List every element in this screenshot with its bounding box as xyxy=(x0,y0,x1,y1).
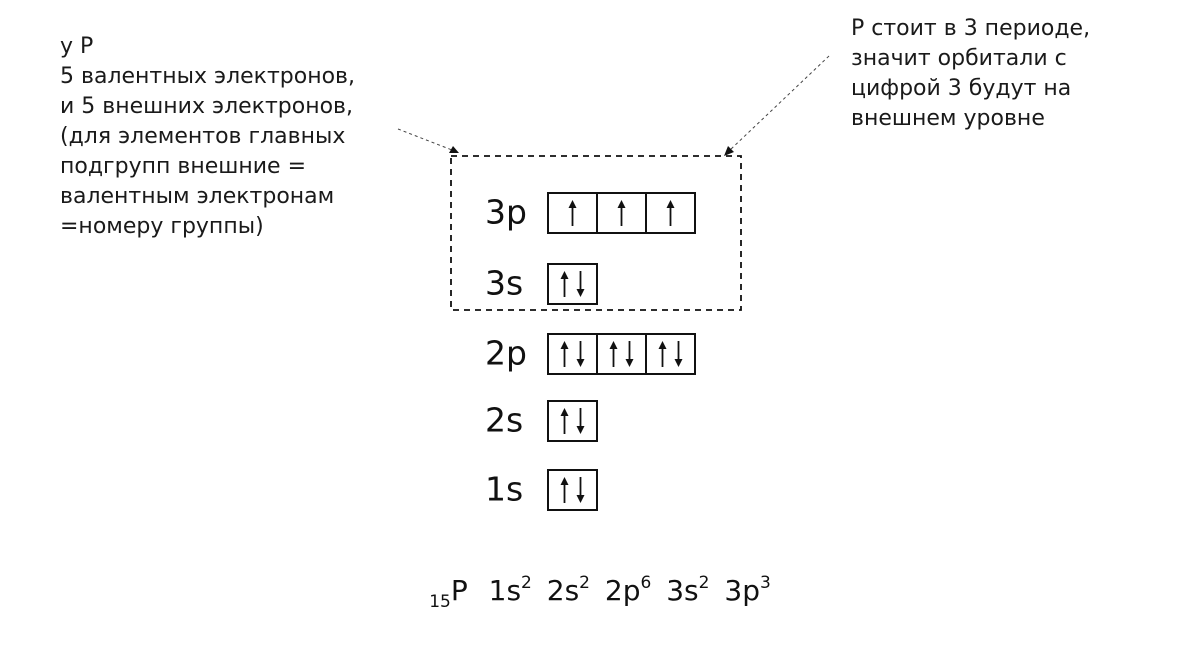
config-electron-count: 2 xyxy=(579,573,590,593)
orbital-label: 1s xyxy=(485,470,523,509)
orbital-label: 3p xyxy=(485,193,527,232)
electron-down-arrow-icon xyxy=(625,359,634,367)
orbital-label: 2p xyxy=(485,334,527,373)
valence-note-line: валентным электронам xyxy=(60,184,335,209)
electron-down-arrow-icon xyxy=(576,426,585,434)
valence-note-line: (для элементов главных xyxy=(60,124,346,149)
config-term: 3s2 xyxy=(666,574,709,607)
orbital-label: 3s xyxy=(485,264,523,303)
config-orbital: 2p xyxy=(604,574,641,607)
config-orbital: 2s xyxy=(546,574,580,607)
period-note-line: значит орбитали с xyxy=(851,46,1067,71)
electron-up-arrow-icon xyxy=(568,200,577,208)
orbital-row-1s: 1s xyxy=(485,469,598,511)
config-orbital: 1s xyxy=(488,574,522,607)
orbital-row-3s: 3s xyxy=(485,263,598,305)
orbital-rows: 3p 3s 2p 2s 1s xyxy=(485,192,696,511)
period-note-line: Р стоит в 3 периоде, xyxy=(851,16,1091,41)
electron-down-arrow-icon xyxy=(576,495,585,503)
electron-up-arrow-icon xyxy=(560,271,569,279)
period-note-line: внешнем уровне xyxy=(851,106,1045,131)
electron-up-arrow-icon xyxy=(560,477,569,485)
orbital-row-3p: 3p xyxy=(485,192,696,234)
right-note-pointer xyxy=(729,55,830,151)
right-note-pointer-head xyxy=(724,146,734,156)
orbital-box xyxy=(547,263,598,305)
valence-note: у Р 5 валентных электронов, и 5 внешних … xyxy=(60,32,355,242)
orbital-row-2s: 2s xyxy=(485,400,598,442)
electron-up-arrow-icon xyxy=(560,408,569,416)
config-term: 3p3 xyxy=(724,574,770,607)
left-note-pointer-head xyxy=(449,146,459,153)
electron-up-arrow-icon xyxy=(666,200,675,208)
config-orbital: 3p xyxy=(724,574,760,607)
orbital-box xyxy=(645,333,696,375)
config-electron-count: 2 xyxy=(521,573,532,593)
config-electron-count: 6 xyxy=(640,573,652,593)
orbital-box xyxy=(596,333,647,375)
element-symbol: P xyxy=(450,574,468,607)
orbital-row-2p: 2p xyxy=(485,333,696,375)
left-note-pointer xyxy=(397,128,453,151)
outer-level-frame xyxy=(450,155,742,311)
valence-note-line: у Р xyxy=(60,34,94,59)
config-term: 2p6 xyxy=(605,574,651,607)
valence-note-line: =номеру группы) xyxy=(60,214,264,239)
electron-down-arrow-icon xyxy=(576,359,585,367)
electron-up-arrow-icon xyxy=(609,341,618,349)
valence-note-line: подгрупп внешние = xyxy=(60,154,307,179)
orbital-label: 2s xyxy=(485,401,523,440)
electron-up-arrow-icon xyxy=(658,341,667,349)
period-note: Р стоит в 3 периоде, значит орбитали с ц… xyxy=(851,14,1090,134)
config-electron-count: 3 xyxy=(759,573,771,593)
config-orbital: 3s xyxy=(666,574,699,607)
period-note-line: цифрой 3 будут на xyxy=(851,76,1072,101)
electron-down-arrow-icon xyxy=(576,289,585,297)
orbital-box xyxy=(596,192,647,234)
valence-note-line: и 5 внешних электронов, xyxy=(60,94,353,119)
config-term: 1s2 xyxy=(489,574,532,607)
electron-down-arrow-icon xyxy=(674,359,683,367)
config-term: 2s2 xyxy=(547,574,590,607)
orbital-box xyxy=(547,333,598,375)
valence-note-line: 5 валентных электронов, xyxy=(60,64,356,89)
electron-up-arrow-icon xyxy=(617,200,626,208)
electron-configuration-formula: 15P 1s2 2s2 2p6 3s2 3p3 xyxy=(0,574,1200,612)
atomic-number: 15 xyxy=(429,592,451,612)
orbital-box xyxy=(547,400,598,442)
config-electron-count: 2 xyxy=(698,573,710,593)
electron-up-arrow-icon xyxy=(560,341,569,349)
orbital-box xyxy=(547,469,598,511)
